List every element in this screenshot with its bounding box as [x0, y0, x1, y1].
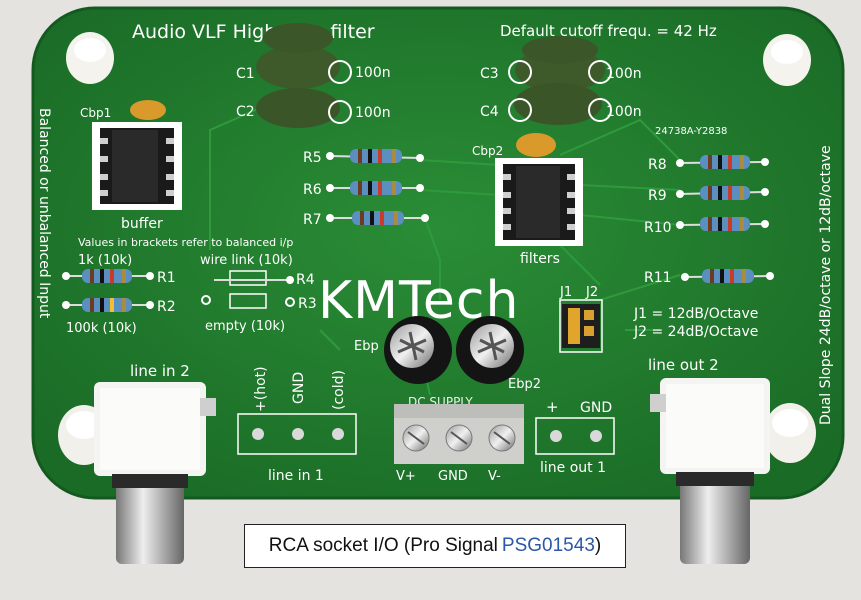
label-hot: +(hot) — [253, 366, 269, 412]
label-r2: R2 — [157, 299, 176, 315]
jumper-j2-description: J2 = 24dB/Octave — [633, 324, 758, 340]
label-buffer: buffer — [121, 216, 163, 232]
label-r3-value: empty (10k) — [205, 319, 285, 334]
capacitor-c1 — [256, 45, 352, 89]
r4-footprint — [229, 270, 267, 286]
header-line-in-1 — [237, 413, 357, 455]
label-c2-value: 100n — [355, 105, 391, 121]
label-r8: R8 — [648, 157, 667, 173]
caption-box: RCA socket I/O (Pro Signal PSG01543 ) — [244, 524, 626, 568]
label-c4-value: 100n — [606, 104, 642, 120]
resistor-r11 — [681, 269, 774, 283]
label-c1: C1 — [236, 66, 255, 82]
left-side-label: Balanced or unbalanced Input — [36, 108, 52, 319]
label-r2-value: 100k (10k) — [66, 321, 137, 336]
rca-socket-line-in-2 — [94, 382, 216, 564]
label-line-out-2: line out 2 — [648, 356, 719, 374]
capacitor-c3-top — [522, 36, 598, 64]
caption-text: RCA socket I/O (Pro Signal — [268, 535, 498, 556]
label-vplus: V+ — [396, 469, 416, 484]
capacitor-c4 — [508, 83, 612, 125]
balanced-note: Values in brackets refer to balanced i/p — [78, 236, 293, 249]
resistor-r5 — [326, 149, 424, 163]
label-r6: R6 — [303, 182, 322, 198]
jumper-header — [559, 299, 603, 353]
header-line-out-1 — [535, 417, 615, 455]
label-c3: C3 — [480, 66, 499, 82]
label-r4: R4 — [296, 272, 315, 288]
label-r4-value: wire link (10k) — [200, 253, 293, 268]
resistor-r1 — [62, 269, 154, 283]
label-c1-value: 100n — [355, 65, 391, 81]
mounting-post-br — [764, 403, 816, 463]
right-side-label: Dual Slope 24dB/octave or 12dB/octave — [818, 145, 834, 425]
label-ebp2: Ebp2 — [508, 377, 541, 392]
label-r1-value: 1k (10k) — [78, 253, 132, 268]
resistor-r10 — [676, 217, 769, 231]
resistor-r2 — [62, 298, 154, 312]
label-r9: R9 — [648, 188, 667, 204]
label-line-in-2: line in 2 — [130, 362, 190, 380]
capacitor-ebp1 — [384, 316, 452, 384]
board-code: 24738A-Y2838 — [655, 126, 727, 137]
capacitor-cbp1 — [130, 100, 166, 120]
label-r10: R10 — [644, 220, 672, 236]
ic-filters — [495, 158, 583, 246]
label-supply-gnd: GND — [438, 469, 468, 484]
resistor-r7 — [326, 211, 429, 225]
label-filters: filters — [520, 251, 560, 267]
label-out-plus: + — [546, 398, 559, 416]
label-r11: R11 — [644, 270, 672, 286]
jumper-j1-description: J1 = 12dB/Octave — [633, 306, 758, 322]
label-r5: R5 — [303, 150, 322, 166]
resistor-r8 — [676, 155, 769, 169]
resistor-r6 — [326, 181, 424, 195]
label-ebp1: Ebp — [354, 339, 379, 354]
label-vminus: V- — [488, 469, 501, 484]
label-j2: J2 — [585, 285, 598, 300]
mounting-post-tr — [763, 34, 811, 86]
label-j1: J1 — [559, 285, 572, 300]
capacitor-ebp2 — [456, 316, 524, 384]
caption-part-number: PSG01543 — [501, 535, 595, 556]
mounting-post-tl — [66, 32, 114, 84]
label-gnd-in: GND — [291, 372, 307, 404]
label-out-gnd: GND — [580, 400, 612, 416]
cutoff-frequency: Default cutoff frequ. = 42 Hz — [500, 22, 717, 40]
terminal-dc-supply — [394, 404, 524, 464]
label-c3-value: 100n — [606, 66, 642, 82]
label-cold: (cold) — [331, 370, 347, 410]
label-line-out-1: line out 1 — [540, 460, 606, 476]
capacitor-c2 — [256, 88, 352, 128]
resistor-r9 — [676, 186, 769, 200]
caption-close: ) — [594, 535, 602, 556]
ic-buffer — [92, 122, 182, 210]
label-cbp1: Cbp1 — [80, 106, 111, 120]
capacitor-cbp2 — [516, 133, 556, 157]
board-title: Audio VLF High Pass filter — [132, 21, 375, 43]
label-line-in-1: line in 1 — [268, 468, 324, 484]
capacitor-c1-top — [263, 23, 333, 53]
label-c2: C2 — [236, 104, 255, 120]
label-r7: R7 — [303, 212, 322, 228]
r3-footprint — [229, 293, 267, 309]
label-r1: R1 — [157, 270, 176, 286]
rca-socket-line-out-2 — [650, 378, 770, 564]
label-r3: R3 — [298, 296, 317, 312]
label-cbp2: Cbp2 — [472, 144, 503, 158]
label-c4: C4 — [480, 104, 499, 120]
